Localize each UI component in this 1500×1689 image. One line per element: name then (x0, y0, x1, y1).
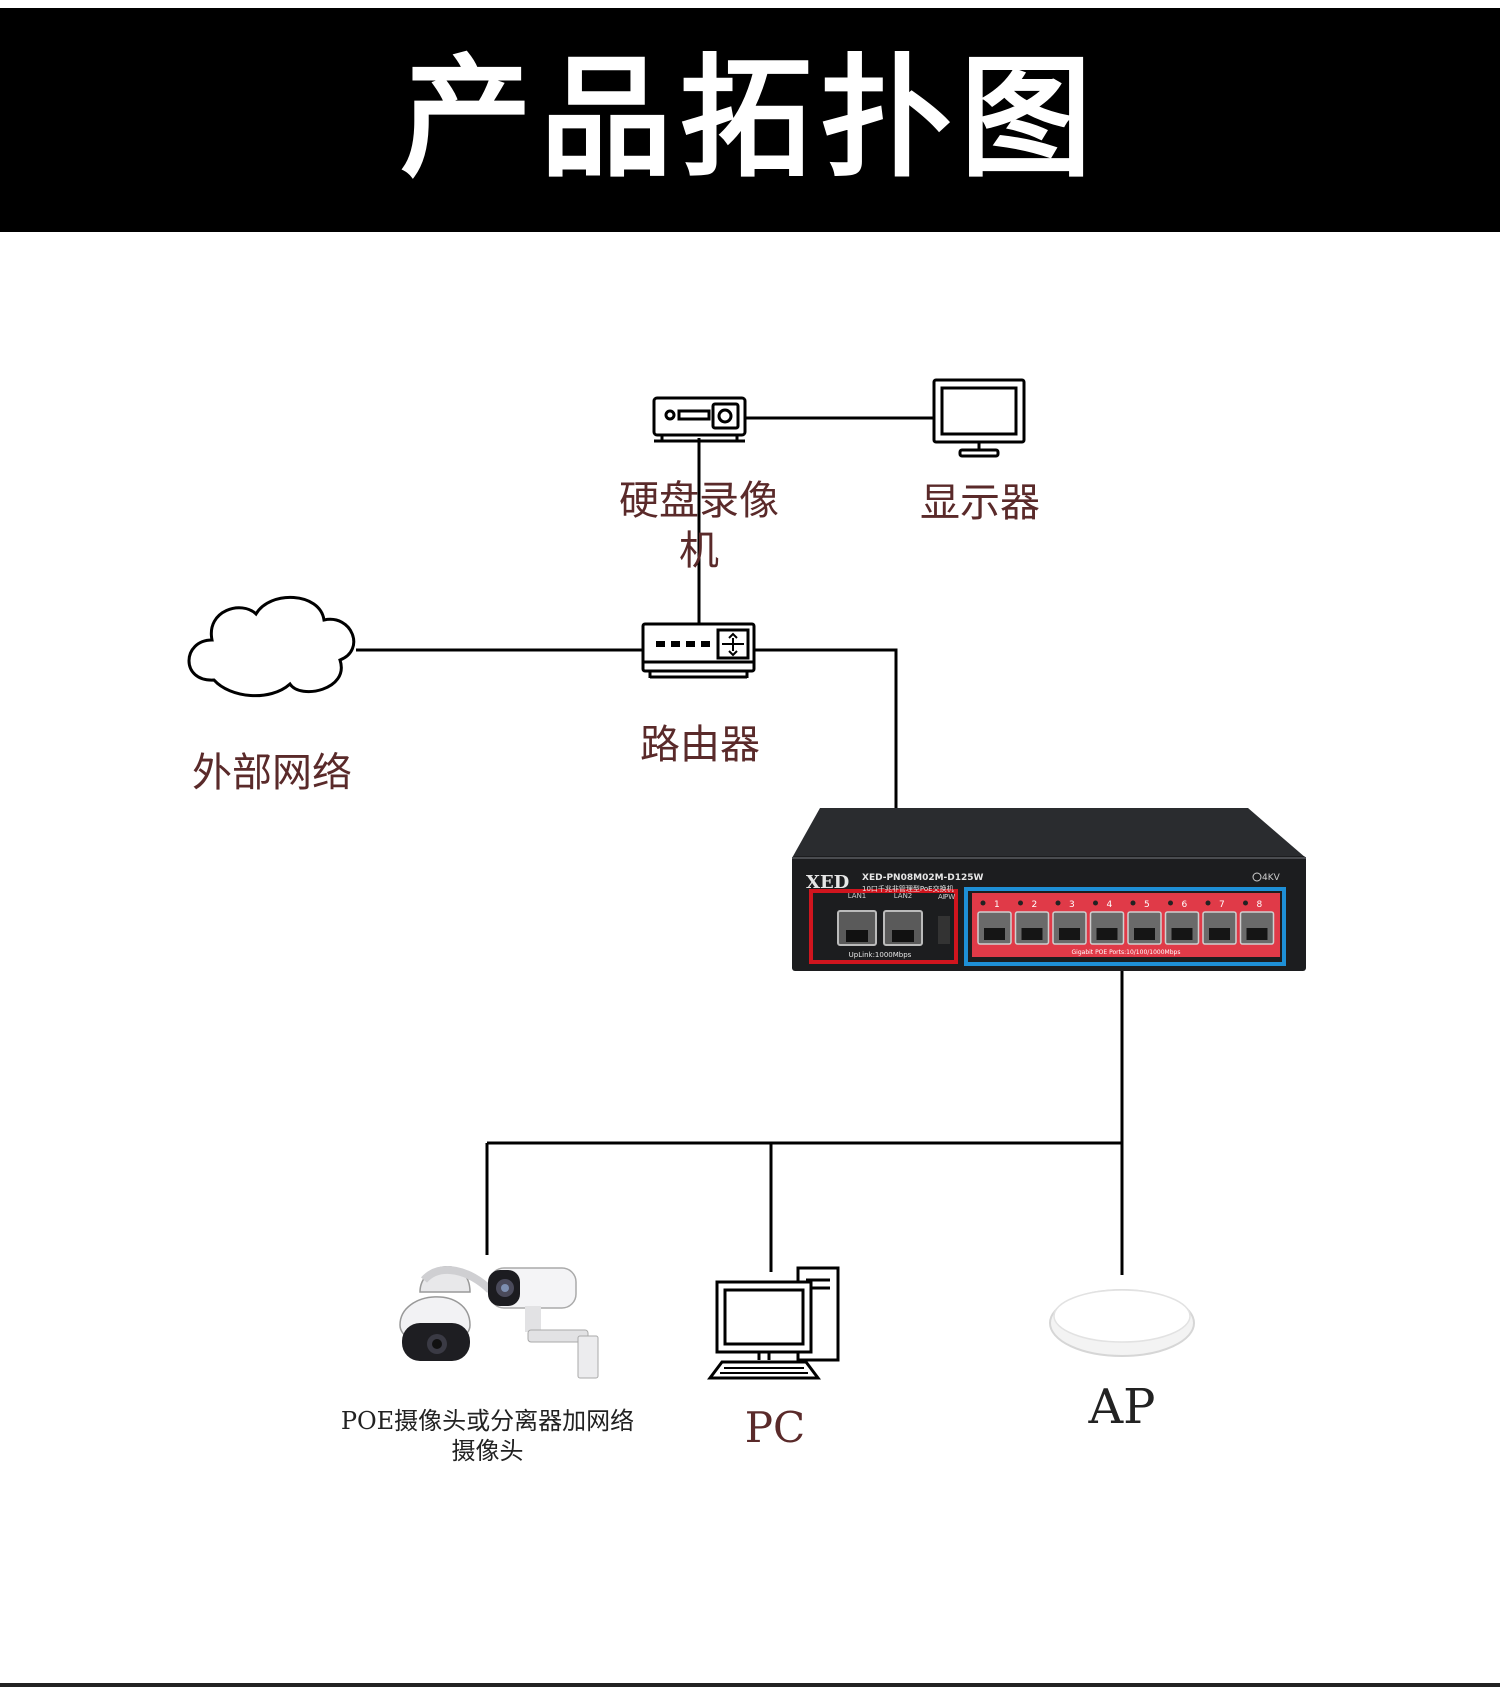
switch-top-face (792, 808, 1306, 858)
poe-port-number: 5 (1144, 900, 1150, 910)
router-icon (641, 622, 756, 679)
router-switch-link (755, 648, 898, 808)
poe-port-number: 2 (1032, 900, 1038, 910)
poe-port-number: 8 (1257, 900, 1263, 910)
pc-icon (707, 1266, 840, 1380)
uplink-lan2-label: LAN2 (894, 892, 913, 900)
indicator-pw-label: PW (944, 893, 955, 901)
poe-port-row: 1 2 3 4 5 6 7 8 (977, 900, 1275, 945)
monitor-label: 显示器 (920, 480, 1040, 526)
poe-port-4: 4 (1089, 900, 1125, 945)
poe-port-number: 1 (994, 900, 1000, 910)
poe-port-7: 7 (1202, 900, 1237, 945)
poe-port-1: 1 (977, 900, 1012, 945)
router-label: 路由器 (640, 722, 760, 768)
header-band (0, 8, 1500, 232)
poe-port-6: 6 (1164, 900, 1200, 945)
bottom-rule (0, 1683, 1500, 1687)
poe-port-number: 7 (1219, 900, 1225, 910)
poe-port-5: 5 (1127, 900, 1162, 945)
poe-caption: Gigabit POE Ports:10/100/1000Mbps (1072, 949, 1181, 956)
poe-highlight-box (964, 887, 1286, 966)
switch-brand: XED (806, 872, 849, 893)
poe-port-2: 2 (1014, 900, 1050, 945)
poe-port-number: 3 (1069, 900, 1075, 910)
ap-label: AP (1088, 1379, 1156, 1435)
poe-port-3: 3 (1052, 900, 1087, 945)
poe-port-number: 4 (1107, 900, 1113, 910)
poe-switch: 1 2 3 4 5 6 7 8 XED XED-PN08M02M-D125W 10口千兆非管理… (792, 808, 1306, 971)
internet-label: 外部网络 (192, 750, 352, 796)
poe-port-number: 6 (1182, 900, 1188, 910)
pc-label: PC (744, 1403, 806, 1452)
indicator-ai-label: AI (938, 893, 945, 901)
camera-label: POE摄像头或分离器加网络摄像头 (340, 1407, 635, 1465)
surge-rating: 4KV (1262, 873, 1281, 883)
cloud-icon (187, 595, 356, 698)
switch-model: XED-PN08M02M-D125W (862, 873, 984, 883)
switch-description: 10口千兆非管理型PoE交换机 (862, 884, 954, 893)
page-title: 产品拓扑图 (400, 42, 1100, 196)
uplink-lan1-label: LAN1 (848, 892, 867, 900)
nvr-icon (652, 396, 747, 443)
ap-icon (1049, 1289, 1195, 1357)
monitor-icon (932, 378, 1026, 458)
poe-port-8: 8 (1239, 900, 1275, 945)
camera-icon (399, 1265, 599, 1379)
connection-lines (356, 416, 1124, 1275)
uplink-highlight-box (809, 889, 958, 964)
uplink-caption: UpLink:1000Mbps (849, 951, 912, 959)
nvr-label: 硬盘录像机 (619, 478, 779, 574)
